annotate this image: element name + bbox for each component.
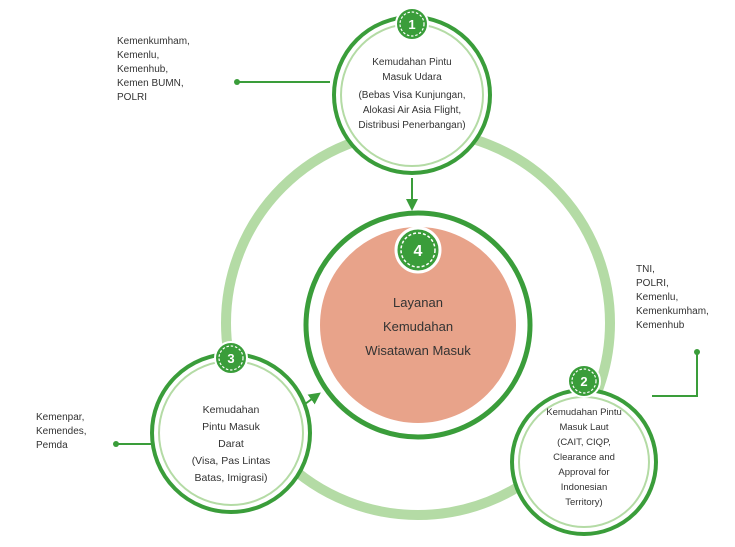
node-1-entry-by-air: Kemudahan Pintu Masuk Udara (Bebas Visa … (332, 15, 492, 175)
node-2-line-7: Territory) (565, 497, 602, 508)
node-2-badge: 2 (567, 364, 601, 398)
node-2-badge-number: 2 (580, 374, 587, 389)
node-2-line-6: Indonesian (561, 482, 607, 493)
stakeholder-top-4: Kemen BUMN, (117, 78, 184, 89)
stakeholder-top-2: Kemenlu, (117, 50, 159, 61)
node-3-badge: 3 (214, 341, 248, 375)
node-3-line-4: (Visa, Pas Lintas (192, 455, 271, 467)
stakeholder-left-1: Kemenpar, (36, 412, 84, 423)
node-1-line-1: Kemudahan Pintu (372, 57, 452, 68)
stakeholder-right-2: POLRI, (636, 278, 669, 289)
node-1-line-2: Masuk Udara (382, 72, 442, 83)
center-badge-number: 4 (414, 243, 423, 260)
arrow-node-3-to-center (304, 392, 321, 405)
stakeholders-right: TNI, POLRI, Kemenlu, Kemenkumham, Kemenh… (636, 264, 709, 331)
connector-right (652, 349, 700, 397)
stakeholder-left-2: Kemendes, (36, 426, 87, 437)
node-2-line-4: Clearance and (553, 452, 615, 463)
node-2-entry-by-sea: Kemudahan Pintu Masuk Laut (CAIT, CIQP, … (510, 388, 658, 536)
node-3-line-3: Darat (218, 438, 244, 450)
stakeholder-top-5: POLRI (117, 92, 147, 103)
node-3-line-5: Batas, Imigrasi) (195, 472, 268, 484)
center-badge: 4 (394, 226, 442, 274)
stakeholder-top-3: Kemenhub, (117, 64, 168, 75)
stakeholder-top-1: Kemenkumham, (117, 36, 190, 47)
node-3-entry-by-land: Kemudahan Pintu Masuk Darat (Visa, Pas L… (150, 352, 312, 514)
node-1-badge: 1 (395, 7, 429, 41)
stakeholders-top: Kemenkumham, Kemenlu, Kemenhub, Kemen BU… (117, 36, 190, 103)
node-2-line-2: Masuk Laut (559, 422, 608, 433)
center-node-fill (320, 227, 516, 423)
node-1-line-3: (Bebas Visa Kunjungan, (358, 90, 465, 101)
node-3-line-1: Kemudahan (203, 404, 260, 416)
node-1-line-5: Distribusi Penerbangan) (358, 120, 465, 131)
stakeholder-right-4: Kemenkumham, (636, 306, 709, 317)
node-2-line-1: Kemudahan Pintu (546, 407, 622, 418)
stakeholder-right-3: Kemenlu, (636, 292, 678, 303)
stakeholder-right-1: TNI, (636, 264, 655, 275)
node-3-badge-number: 3 (227, 351, 234, 366)
node-3-line-2: Pintu Masuk (202, 421, 261, 433)
node-1-line-4: Alokasi Air Asia Flight, (363, 105, 461, 116)
node-2-line-3: (CAIT, CIQP, (557, 437, 611, 448)
connector-left (113, 441, 152, 447)
connector-top (234, 79, 330, 85)
stakeholder-right-5: Kemenhub (636, 320, 685, 331)
node-1-badge-number: 1 (408, 17, 415, 32)
center-line-2: Kemudahan (383, 319, 453, 334)
center-line-3: Wisatawan Masuk (365, 343, 471, 358)
node-2-line-5: Approval for (558, 467, 609, 478)
center-node: Layanan Kemudahan Wisatawan Masuk (303, 210, 533, 440)
center-line-1: Layanan (393, 295, 443, 310)
stakeholder-left-3: Pemda (36, 440, 68, 451)
stakeholders-left: Kemenpar, Kemendes, Pemda (36, 412, 87, 451)
